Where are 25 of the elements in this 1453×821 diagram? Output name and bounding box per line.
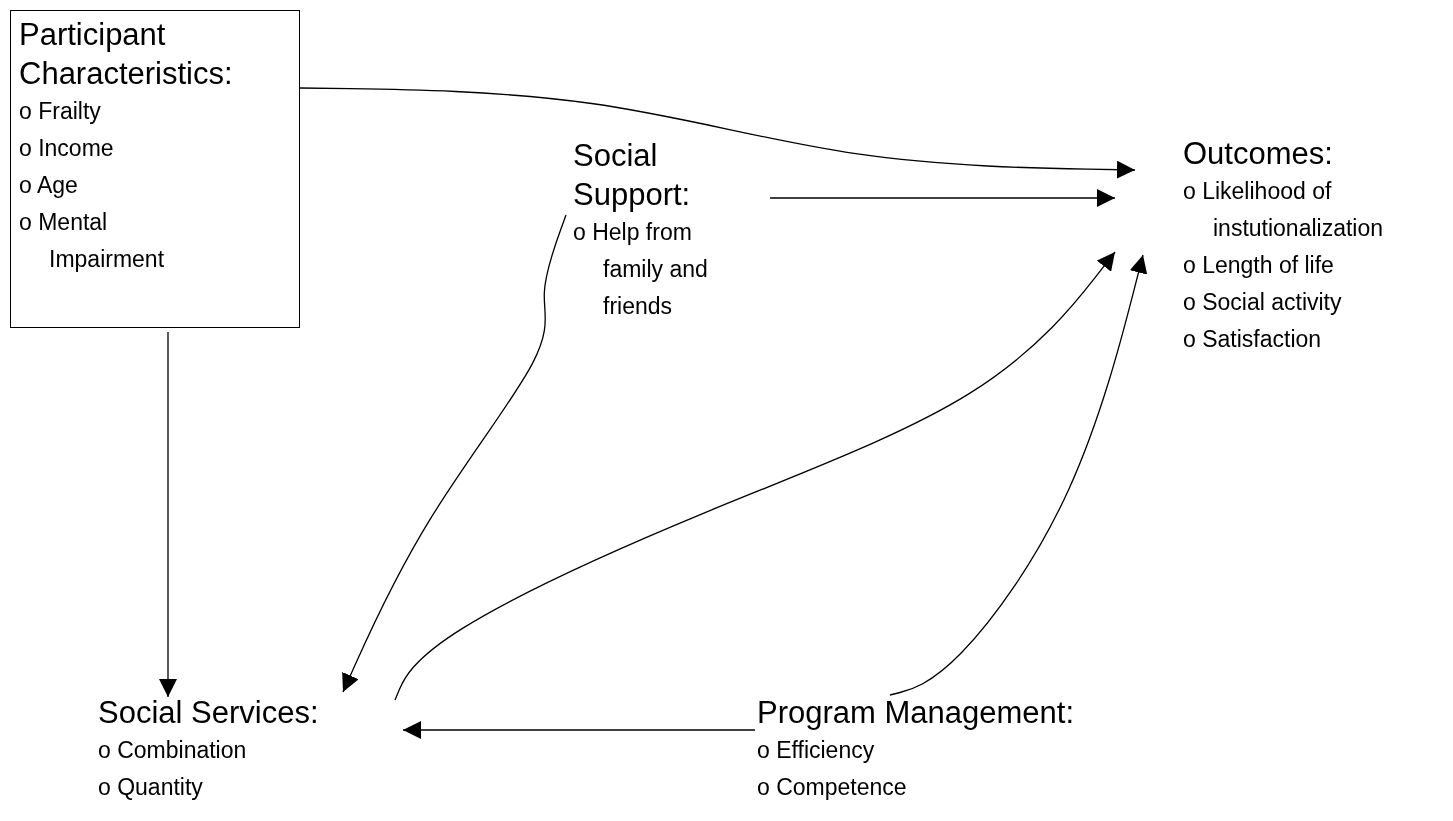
arrow bbox=[889, 254, 1148, 696]
concept-heading: Program Management: bbox=[757, 694, 1075, 732]
bullet-item: o Mental Impairment bbox=[19, 208, 166, 274]
arrow bbox=[402, 721, 756, 739]
concept-heading: Outcomes: bbox=[1183, 135, 1333, 173]
concept-heading: Participant Characteristics: bbox=[19, 16, 234, 93]
bullet-item: o Length of life bbox=[1183, 251, 1335, 280]
arrow bbox=[159, 331, 177, 698]
arrow bbox=[342, 214, 567, 693]
arrow bbox=[769, 189, 1116, 207]
concept-box bbox=[10, 10, 300, 328]
arrow bbox=[299, 87, 1136, 179]
bullet-item: o Income bbox=[19, 134, 115, 163]
bullet-item: o Frailty bbox=[19, 97, 102, 126]
concept-heading: Social Services: bbox=[98, 694, 319, 732]
bullet-item: o Satisfaction bbox=[1183, 325, 1323, 354]
bullet-item: o Quantity bbox=[98, 773, 204, 802]
bullet-item: o Combination bbox=[98, 736, 248, 765]
bullet-item: o Age bbox=[19, 171, 79, 200]
concept-heading: Social Support: bbox=[573, 137, 692, 214]
bullet-item: o Competence bbox=[757, 773, 908, 802]
arrow bbox=[394, 251, 1116, 701]
bullet-item: o Help from family and friends bbox=[573, 218, 709, 321]
bullet-item: o Efficiency bbox=[757, 736, 876, 765]
bullet-item: o Social activity bbox=[1183, 288, 1343, 317]
